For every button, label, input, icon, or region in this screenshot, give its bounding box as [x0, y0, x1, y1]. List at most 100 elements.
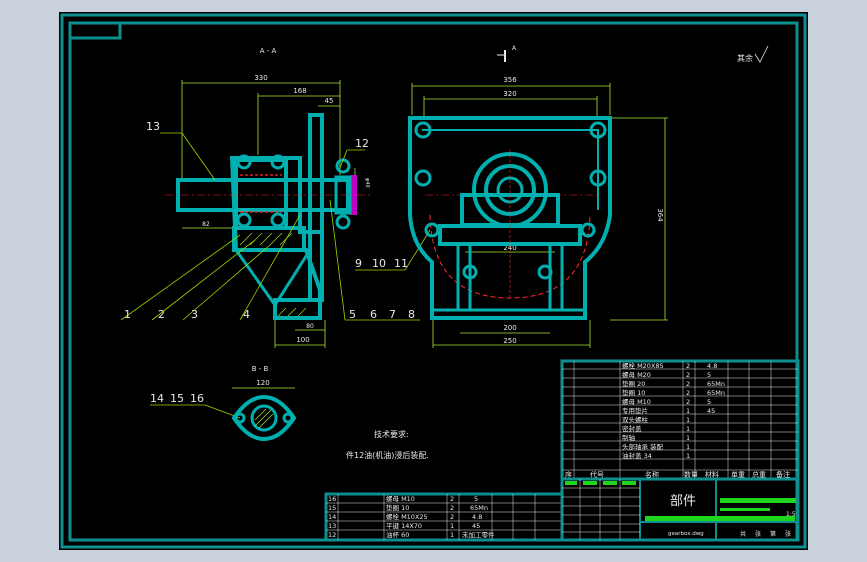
gearbox-housing	[408, 116, 612, 320]
leader-lines	[120, 132, 431, 419]
bom-u-mat-1: 4.8	[707, 362, 717, 370]
balloon-12: 12	[355, 137, 369, 150]
bom-u-mat-5: 5	[707, 398, 711, 406]
dim-330: 330	[254, 74, 267, 82]
bom-u-name-6: 专用垫片	[622, 406, 648, 415]
bom-h-mat: 材料	[705, 470, 719, 479]
bom-h-name: 名称	[645, 470, 659, 479]
bom-u-name-4: 垫圈 10	[622, 388, 645, 397]
end-cap	[350, 175, 357, 215]
bom-upper-table: 螺栓 M20X85 2 4.8 螺母 M20 2 5 垫圈 20 2 65Mn …	[560, 359, 800, 481]
bom-l-name-1: 螺母 M10	[386, 494, 415, 503]
balloon-8: 8	[408, 308, 415, 321]
section-bb-label: B - B	[252, 365, 269, 373]
front-view: A 356 320 364 240 200 250	[408, 45, 668, 348]
bom-h-code: 代号	[590, 470, 604, 479]
bom-l-no-2: 15	[328, 504, 336, 512]
bom-l-name-5: 油杯 60	[386, 530, 409, 539]
bom-u-name-11: 油封盖 34	[622, 451, 652, 460]
bom-l-no-4: 13	[328, 522, 336, 530]
dim-364: 364	[656, 208, 664, 222]
bom-l-qty-4: 1	[450, 522, 454, 530]
balloon-7: 7	[389, 308, 396, 321]
bom-u-name-2: 螺母 M20	[622, 370, 651, 379]
bom-l-qty-3: 2	[450, 513, 454, 521]
bom-u-qty-7: 1	[686, 416, 690, 424]
bom-l-mat-3: 4.8	[472, 513, 482, 521]
bb-shaft	[250, 404, 278, 432]
roughness-note: 其余	[737, 53, 753, 63]
bom-u-mat-3: 65Mn	[707, 380, 725, 388]
tech-notes-title: 技术要求:	[374, 429, 409, 439]
bb-bolt-right	[282, 412, 294, 424]
bom-u-qty-3: 2	[686, 380, 690, 388]
balloon-9: 9	[355, 257, 362, 270]
sheet-label-total: 共	[740, 530, 746, 538]
bom-u-qty-9: 1	[686, 434, 690, 442]
dim-320: 320	[503, 90, 516, 98]
title-block-name: 部件	[670, 494, 696, 509]
bom-u-name-8: 密封盖	[622, 424, 642, 433]
bom-h-remark: 备注	[776, 470, 790, 479]
sheet-label-no: 第	[770, 530, 776, 538]
dim-120: 120	[256, 379, 269, 387]
bom-l-qty-1: 2	[450, 495, 454, 503]
balloon-1: 1	[124, 308, 131, 321]
bom-l-name-4: 平键 14X70	[386, 521, 422, 530]
bom-h-seq: 序	[565, 470, 572, 479]
bom-l-mat-1: 5	[474, 495, 478, 503]
balloon-13: 13	[146, 120, 160, 133]
balloon-14: 14	[150, 392, 164, 405]
bom-u-name-1: 螺栓 M20X85	[622, 361, 664, 370]
bom-u-name-10: 头部轴承 装配	[622, 442, 664, 451]
bom-l-qty-5: 1	[450, 531, 454, 539]
bom-l-mat-5: 未加工零件	[462, 530, 495, 539]
bom-l-no-1: 16	[328, 495, 336, 503]
bom-l-no-3: 14	[328, 513, 336, 521]
sheet-label-zhang2: 张	[785, 530, 791, 538]
bom-l-name-2: 垫圈 10	[386, 503, 409, 512]
housing-rib	[234, 249, 312, 308]
outer-frame	[60, 13, 807, 549]
title-block-scale: 1:5	[786, 511, 796, 518]
bom-u-qty-8: 1	[686, 425, 690, 433]
bom-l-name-3: 螺栓 M10X25	[386, 512, 428, 521]
balloon-15: 15	[170, 392, 184, 405]
bom-l-mat-2: 65Mn	[470, 504, 488, 512]
cap-plate	[334, 175, 352, 215]
bom-u-mat-4: 65Mn	[707, 389, 725, 397]
bom-u-qty-10: 1	[686, 443, 690, 451]
dim-250: 250	[503, 337, 516, 345]
bom-h-qty: 数量	[684, 470, 698, 479]
housing-flange	[308, 113, 324, 302]
bom-u-qty-2: 2	[686, 371, 690, 379]
bom-h-unit: 单重	[731, 470, 745, 479]
bom-u-name-9: 制轴	[622, 433, 636, 442]
dim-356: 356	[503, 76, 517, 84]
balloon-10: 10	[372, 257, 386, 270]
dim-45: 45	[325, 97, 334, 105]
bom-h-total: 总重	[752, 470, 766, 479]
section-aa-view: A - A 330 168 45 82 80 100	[165, 47, 372, 348]
bom-u-name-5: 螺母 M10	[622, 397, 651, 406]
bom-l-qty-2: 2	[450, 504, 454, 512]
dim-80: 80	[306, 323, 314, 330]
balloon-3: 3	[191, 308, 198, 321]
arrow-mark-a: A	[512, 45, 517, 52]
dim-200: 200	[503, 324, 516, 332]
bom-u-mat-6: 45	[707, 407, 715, 415]
sheet-label-zhang1: 张	[755, 530, 761, 538]
title-block-file: gearbox.dwg	[668, 531, 704, 537]
balloon-4: 4	[243, 308, 250, 321]
balloon-16: 16	[190, 392, 204, 405]
dim-100: 100	[296, 336, 309, 344]
bom-l-mat-4: 45	[472, 522, 480, 530]
bb-bolt-left	[234, 412, 246, 424]
dim-cap: φ40	[364, 178, 370, 188]
section-aa-label: A - A	[260, 47, 277, 55]
bom-u-qty-5: 2	[686, 398, 690, 406]
section-bb-view: B - B 120	[231, 365, 297, 442]
bom-u-name-7: 双头螺柱	[622, 415, 649, 424]
roughness-symbol	[754, 45, 769, 63]
